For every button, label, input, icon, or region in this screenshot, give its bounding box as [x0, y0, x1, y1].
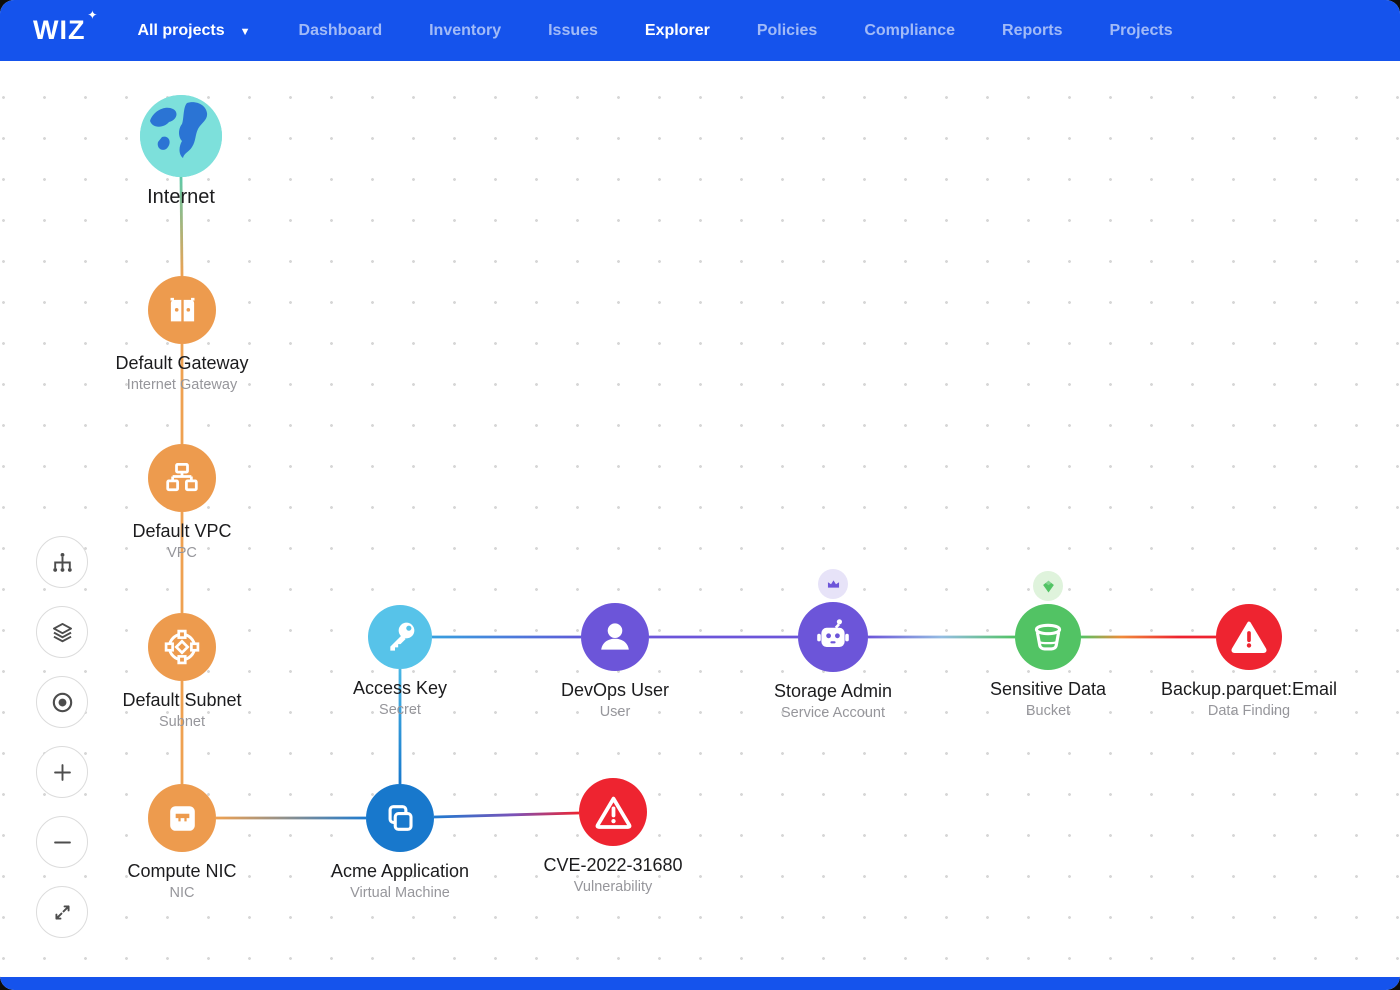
- node-subtitle: Service Account: [781, 705, 885, 721]
- layers-icon: [52, 622, 72, 642]
- graph-node-sensitive-data[interactable]: [1015, 604, 1081, 670]
- node-title: DevOps User: [560, 680, 670, 700]
- crown-badge: [818, 569, 848, 599]
- node-label-compute-nic: Compute NIC NIC: [127, 861, 236, 901]
- canvas-toolbar: [36, 536, 88, 938]
- project-selector-label: All projects: [137, 21, 225, 39]
- graph-node-access-key[interactable]: [368, 605, 432, 669]
- wiz-logo[interactable]: WIZ ✦: [33, 8, 97, 46]
- zoom-out-button[interactable]: [36, 816, 88, 868]
- key-icon: [390, 622, 415, 651]
- crown-icon: [827, 579, 839, 588]
- node-subtitle: Subnet: [159, 714, 205, 730]
- graph-node-default-gateway[interactable]: [148, 276, 216, 344]
- tab-policies[interactable]: Policies: [756, 21, 818, 39]
- node-title: Backup.parquet:Email: [1160, 679, 1338, 699]
- gem-icon: [1042, 580, 1054, 593]
- alert-outline-icon: [595, 796, 631, 829]
- graph-node-compute-nic[interactable]: [148, 784, 216, 852]
- node-subtitle: User: [599, 704, 631, 720]
- edge-internet-default-gateway: [179, 176, 184, 277]
- node-title: Internet: [147, 186, 215, 208]
- tab-issues[interactable]: Issues: [548, 21, 598, 39]
- top-nav: WIZ ✦ All projects ▼ Dashboard Inventory I…: [0, 0, 1400, 61]
- globe-icon: [140, 95, 222, 177]
- vpc-icon: [166, 463, 198, 492]
- user-icon: [601, 623, 629, 650]
- node-title: Storage Admin: [773, 681, 893, 701]
- graph-node-default-vpc[interactable]: [148, 444, 216, 512]
- node-label-default-vpc: Default VPC VPC: [132, 521, 231, 561]
- node-title: Compute NIC: [127, 861, 237, 881]
- robot-icon: [817, 619, 849, 647]
- hierarchy-icon: [52, 552, 72, 572]
- focus-button[interactable]: [36, 676, 88, 728]
- zoom-in-button[interactable]: [36, 746, 88, 798]
- graph-node-internet[interactable]: [140, 95, 222, 177]
- tab-projects[interactable]: Projects: [1109, 21, 1173, 39]
- gateway-icon: [170, 297, 194, 321]
- graph-node-cve-2022-31680[interactable]: [579, 778, 647, 846]
- node-title: Sensitive Data: [989, 679, 1107, 699]
- tab-explorer[interactable]: Explorer: [644, 21, 710, 39]
- tab-inventory[interactable]: Inventory: [429, 21, 502, 39]
- graph-node-backup-parquet-email[interactable]: [1216, 604, 1282, 670]
- layers-button[interactable]: [36, 606, 88, 658]
- node-subtitle: VPC: [167, 545, 197, 561]
- graph-node-default-subnet[interactable]: [148, 613, 216, 681]
- minus-icon: [53, 841, 71, 843]
- sparkle-icon: ✦: [87, 8, 99, 22]
- node-subtitle: Secret: [379, 702, 421, 718]
- graph-edges: [179, 176, 1216, 820]
- nav-tabs: Dashboard Inventory Issues Explorer Policies…: [299, 22, 1173, 40]
- project-selector[interactable]: All projects ▼: [137, 22, 250, 40]
- node-subtitle: Vulnerability: [573, 879, 653, 895]
- node-title: Default VPC: [132, 521, 232, 541]
- node-subtitle: Internet Gateway: [126, 377, 238, 393]
- fullscreen-button[interactable]: [36, 886, 88, 938]
- wiz-logo-text: WIZ: [33, 15, 86, 45]
- node-title: Access Key: [352, 678, 448, 698]
- bucket-icon: [1034, 623, 1062, 651]
- tab-dashboard[interactable]: Dashboard: [298, 21, 383, 39]
- bottom-accent-bar: [0, 977, 1400, 990]
- vm-icon: [388, 805, 413, 831]
- node-subtitle: Bucket: [1025, 703, 1071, 719]
- graph-layout-button[interactable]: [36, 536, 88, 588]
- nic-icon: [169, 805, 195, 831]
- node-label-internet: Internet: [147, 186, 215, 209]
- node-subtitle: Virtual Machine: [350, 885, 450, 901]
- chevron-down-icon: ▼: [239, 25, 251, 38]
- gem-badge: [1033, 571, 1063, 601]
- alert-filled-icon: [1231, 621, 1267, 653]
- graph-node-devops-user[interactable]: [581, 603, 649, 671]
- node-subtitle: NIC: [169, 885, 195, 901]
- target-icon: [52, 692, 72, 712]
- node-subtitle: Data Finding: [1207, 703, 1291, 719]
- edge-acme-application-cve-2022-31680: [433, 811, 580, 819]
- expand-icon: [54, 904, 70, 920]
- plus-icon: [53, 763, 71, 781]
- tab-reports[interactable]: Reports: [1002, 21, 1063, 39]
- node-title: Default Gateway: [115, 353, 249, 373]
- graph-node-acme-application[interactable]: [366, 784, 434, 852]
- subnet-icon: [164, 629, 200, 665]
- node-title: CVE-2022-31680: [543, 855, 683, 875]
- graph-node-storage-admin[interactable]: [798, 602, 868, 672]
- node-title: Default Subnet: [122, 690, 242, 710]
- node-title: Acme Application: [330, 861, 470, 881]
- tab-compliance[interactable]: Compliance: [864, 21, 956, 39]
